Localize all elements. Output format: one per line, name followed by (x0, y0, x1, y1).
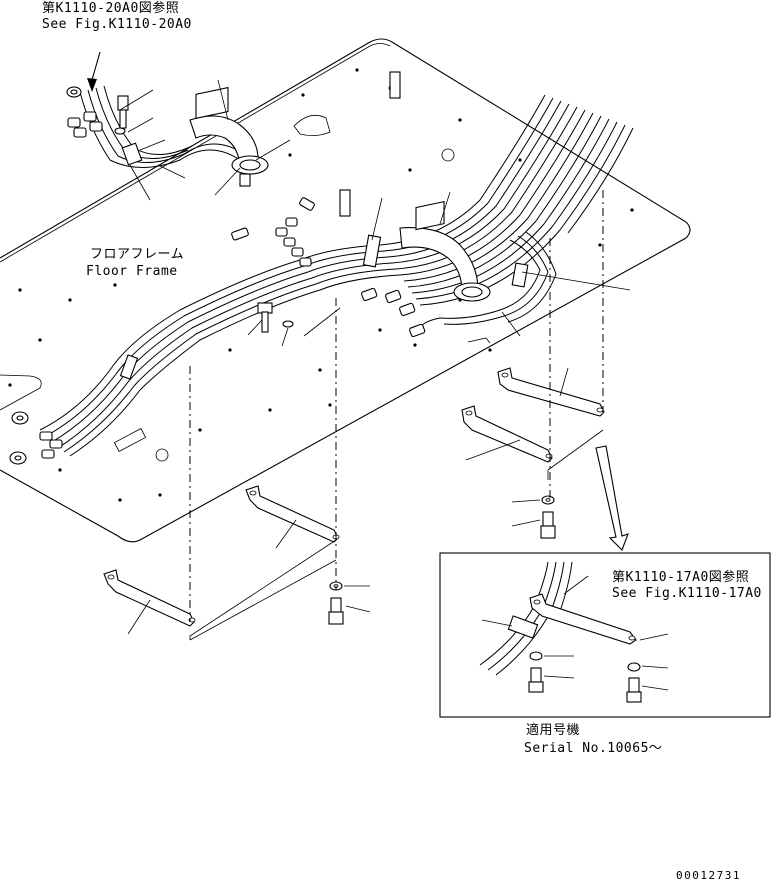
tube-elbows (189, 86, 491, 302)
leader-lines (119, 79, 631, 635)
plate-bolt (257, 302, 294, 333)
hose-fittings (9, 71, 426, 465)
top-reference-en: See Fig.K1110-20A0 (42, 17, 192, 32)
applicability-label-jp: 適用号機 (526, 722, 580, 738)
figure-number: 00012731 (676, 869, 741, 881)
lower-bolts (328, 495, 556, 625)
floor-frame-label-en: Floor Frame (86, 264, 178, 279)
inset-reference-jp: 第K1110-17A0図参照 (612, 569, 749, 585)
floor-frame-plate (0, 38, 691, 543)
detail-arrow (595, 445, 629, 551)
serial-number-label: Serial No.10065～ (524, 741, 662, 756)
center-lines (189, 190, 604, 622)
labels: 第K1110-20A0図参照 See Fig.K1110-20A0 フロアフレー… (42, 0, 762, 881)
hose-clamps (119, 142, 529, 380)
ref-arrow (87, 51, 101, 92)
top-reference-jp: 第K1110-20A0図参照 (42, 0, 179, 16)
floor-frame-label-jp: フロアフレーム (90, 247, 184, 262)
inset-detail (439, 552, 771, 718)
phantom-lines (189, 429, 604, 641)
stay-brackets (103, 367, 605, 627)
plate-holes (8, 68, 634, 502)
inset-reference-en: See Fig.K1110-17A0 (612, 586, 762, 601)
